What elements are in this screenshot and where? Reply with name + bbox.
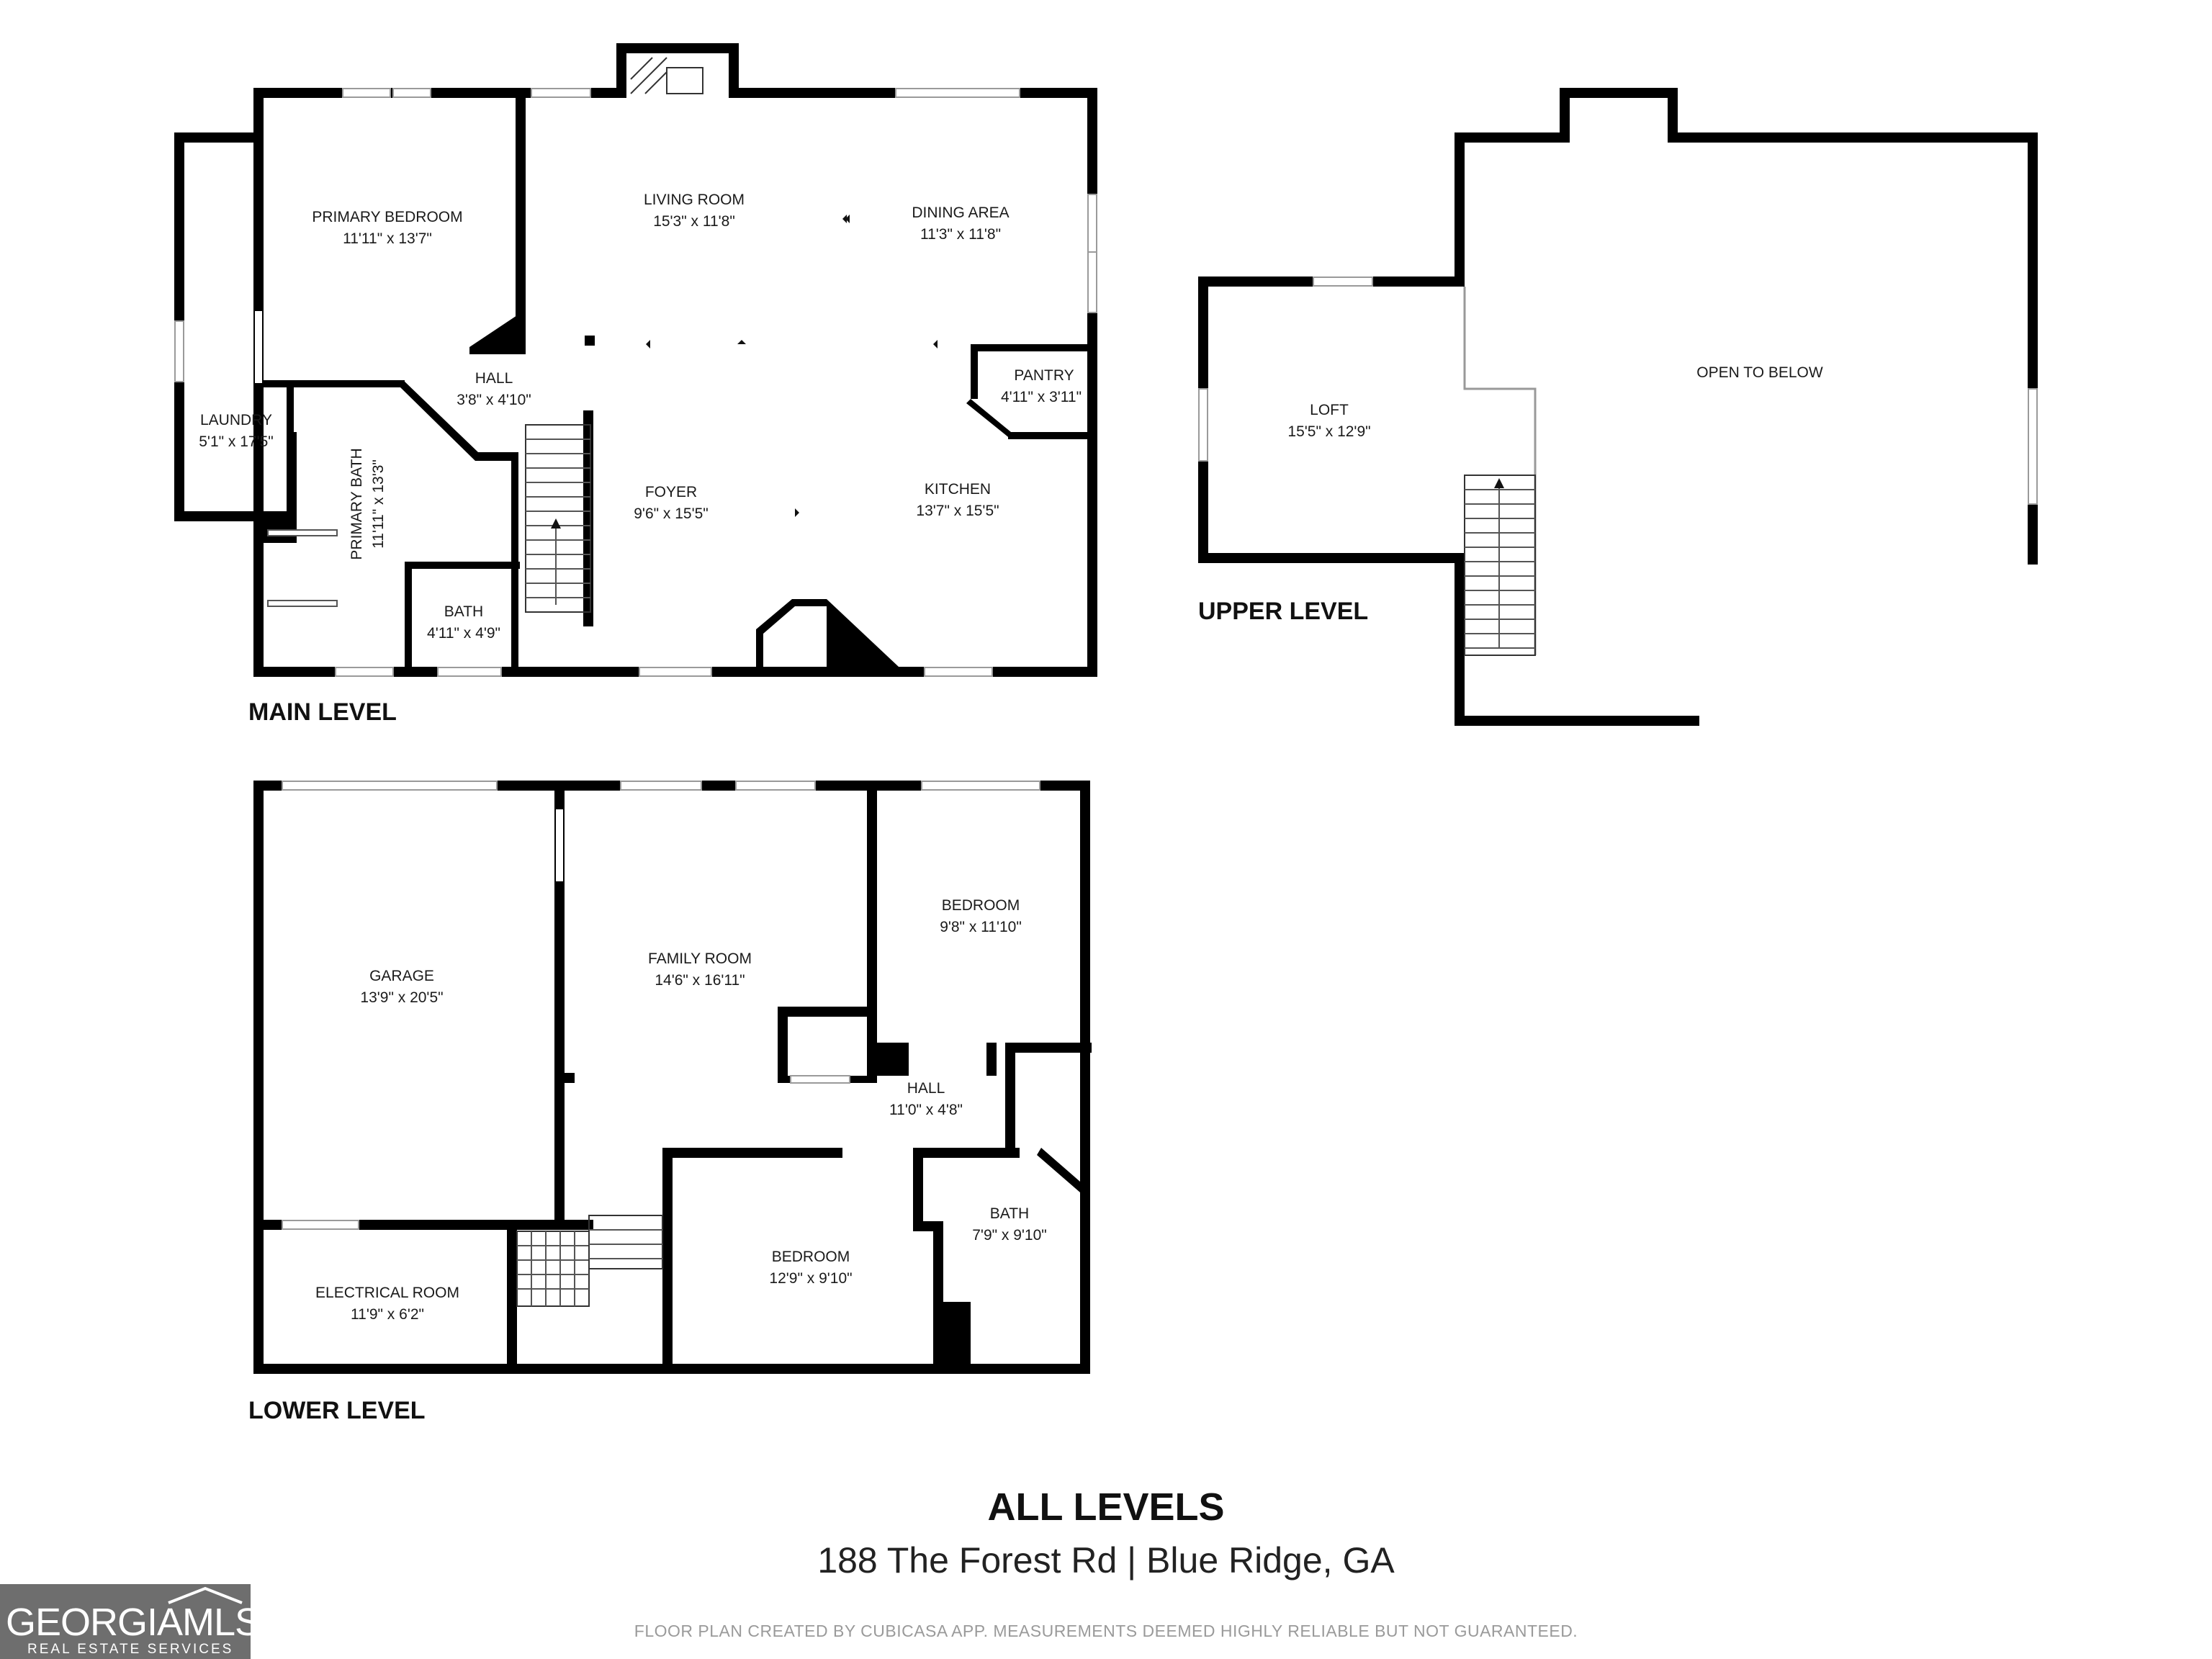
lower-level-label: LOWER LEVEL: [248, 1397, 426, 1424]
room-kitchen-name: KITCHEN: [925, 481, 991, 498]
roof-icon: [168, 1586, 243, 1604]
georgia-mls-logo: GEORGIAMLS REAL ESTATE SERVICES: [0, 1584, 261, 1659]
room-loft-dim: 15'5" x 12'9": [1287, 423, 1370, 440]
main-stairs: [525, 424, 591, 613]
room-pantry-name: PANTRY: [1014, 367, 1074, 384]
room-bedroom-2-name: BEDROOM: [772, 1249, 850, 1265]
room-dining-area-dim: 11'3" x 11'8": [920, 226, 1001, 243]
room-open-to-below-name: OPEN TO BELOW: [1696, 364, 1823, 381]
plan-title: ALL LEVELS: [987, 1485, 1225, 1529]
room-laundry-dim: 5'1" x 17'5": [199, 433, 274, 450]
room-bedroom-2-dim: 12'9" x 9'10": [769, 1270, 852, 1287]
room-bedroom-1-dim: 9'8" x 11'10": [940, 919, 1022, 935]
upper-level-plan: [1198, 88, 2038, 726]
logo-main-text: GEORGIAMLS: [6, 1601, 261, 1644]
room-electrical-room-name: ELECTRICAL ROOM: [315, 1285, 459, 1301]
chimney-hatch: [626, 53, 729, 98]
room-lower-hall-dim: 11'0" x 4'8": [889, 1102, 963, 1118]
room-living-room-dim: 15'3" x 11'8": [653, 213, 735, 230]
room-lower-hall-name: HALL: [907, 1080, 945, 1097]
room-loft-name: LOFT: [1310, 402, 1349, 418]
room-primary-bedroom-dim: 11'11" x 13'7": [343, 230, 432, 247]
upper-stairs: [1464, 475, 1536, 656]
room-foyer-name: FOYER: [645, 484, 697, 500]
room-hall-name: HALL: [475, 370, 513, 387]
room-primary-bath-dim: 11'11" x 13'3": [370, 459, 387, 549]
lower-level-plan: [253, 781, 1092, 1374]
room-living-room-name: LIVING ROOM: [644, 192, 745, 208]
property-address: 188 The Forest Rd | Blue Ridge, GA: [817, 1540, 1395, 1581]
main-level-label: MAIN LEVEL: [248, 698, 397, 726]
room-lower-bath-dim: 7'9" x 9'10": [972, 1227, 1047, 1244]
room-primary-bedroom-name: PRIMARY BEDROOM: [312, 209, 462, 225]
room-bedroom-1-name: BEDROOM: [942, 897, 1020, 914]
room-dining-area-name: DINING AREA: [912, 204, 1009, 221]
room-garage-dim: 13'9" x 20'5": [360, 989, 443, 1006]
room-primary-bath-name: PRIMARY BATH: [349, 448, 365, 559]
main-level-plan: [174, 43, 1097, 677]
room-garage-name: GARAGE: [369, 968, 434, 984]
room-electrical-room-dim: 11'9" x 6'2": [351, 1306, 424, 1323]
room-lower-bath-name: BATH: [990, 1205, 1029, 1222]
room-pantry-dim: 4'11" x 3'11": [1001, 389, 1082, 405]
room-bath-name: BATH: [444, 603, 483, 620]
room-bath-dim: 4'11" x 4'9": [427, 625, 500, 642]
room-laundry-name: LAUNDRY: [200, 412, 272, 428]
room-hall-dim: 3'8" x 4'10": [457, 392, 531, 408]
room-family-room-dim: 14'6" x 16'11": [655, 972, 745, 989]
room-kitchen-dim: 13'7" x 15'5": [916, 503, 999, 519]
logo-sub-text: REAL ESTATE SERVICES: [27, 1642, 234, 1657]
upper-level-label: UPPER LEVEL: [1198, 598, 1368, 625]
room-family-room-name: FAMILY ROOM: [648, 950, 752, 967]
disclaimer-text: FLOOR PLAN CREATED BY CUBICASA APP. MEAS…: [634, 1622, 1578, 1640]
lower-stairs: [516, 1215, 663, 1307]
room-foyer-dim: 9'6" x 15'5": [634, 505, 709, 522]
